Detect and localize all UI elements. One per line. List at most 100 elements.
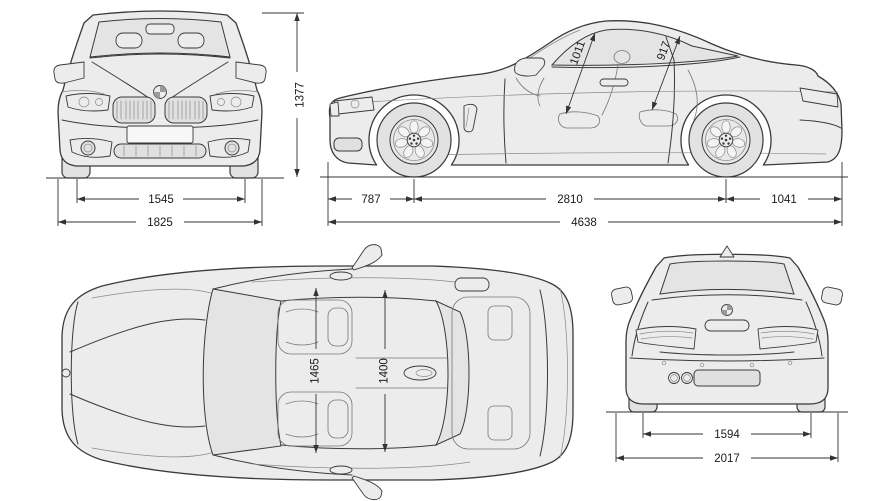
right-headrest bbox=[177, 32, 205, 49]
gear-selector-inner bbox=[415, 369, 433, 377]
bmw-roundel-hood-icon bbox=[61, 368, 71, 378]
trunk-bottom-edge bbox=[659, 351, 795, 356]
right-side-mirror bbox=[235, 61, 267, 84]
rear-view-drawing bbox=[606, 245, 848, 413]
license-plate bbox=[126, 125, 194, 144]
a-pillar-line-top bbox=[212, 268, 353, 290]
top-mirror-lower bbox=[351, 475, 383, 501]
park-sensor-1 bbox=[661, 360, 667, 366]
left-headlight bbox=[65, 93, 111, 112]
dim-label-overall-width: 1825 bbox=[147, 217, 173, 229]
front-seat-left-plan bbox=[277, 299, 353, 355]
decklid-line bbox=[651, 294, 803, 301]
hood-crease-top-left bbox=[69, 318, 206, 353]
door-handle-bottom bbox=[329, 465, 353, 475]
rear-view-dimensions: 1594 2017 bbox=[615, 413, 839, 465]
bumper-recess bbox=[693, 369, 761, 387]
side-windows bbox=[550, 28, 739, 66]
top-view-dimensions: 1465 1400 bbox=[310, 288, 391, 453]
rear-left-mirror bbox=[611, 286, 633, 306]
trunk-seam bbox=[539, 289, 548, 457]
spoiler-edge bbox=[559, 287, 568, 459]
fender-line-right bbox=[215, 90, 259, 95]
front-seat-left-headrest bbox=[327, 307, 349, 347]
park-sensor-3 bbox=[749, 362, 755, 368]
gear-selector bbox=[403, 365, 437, 381]
rear-bumper-seam bbox=[799, 119, 842, 129]
rear-bench-plan bbox=[451, 296, 531, 450]
bmw-roundel-quarters bbox=[153, 85, 167, 99]
character-line bbox=[351, 90, 839, 104]
front-headroom-leader bbox=[565, 32, 596, 115]
side-headlight-ring bbox=[350, 99, 360, 109]
right-foglight bbox=[224, 140, 240, 156]
windshield-plan bbox=[202, 288, 282, 456]
dlo-line-bottom bbox=[251, 461, 471, 469]
rear-headrest-upper bbox=[487, 305, 513, 341]
right-taillight-lines bbox=[760, 330, 815, 340]
rear-seat-cushion bbox=[638, 109, 678, 127]
front-wheel bbox=[376, 102, 452, 178]
fender-line-left bbox=[61, 90, 105, 95]
door-seam-rear bbox=[667, 59, 676, 164]
park-sensor-2 bbox=[699, 362, 705, 368]
dim-label-front-overhang: 787 bbox=[361, 194, 380, 206]
door-seam-front bbox=[503, 78, 507, 164]
fender-line-top bbox=[91, 288, 215, 299]
roof-edge-top bbox=[280, 296, 437, 302]
dim-label-wheelbase: 2810 bbox=[557, 194, 583, 206]
exhaust-pipe-right bbox=[681, 372, 693, 384]
top-mirror-upper bbox=[351, 244, 383, 271]
side-front-intake bbox=[333, 137, 363, 152]
side-view-dimensions: 787 2810 1041 4638 bbox=[327, 162, 843, 229]
air-intake-slats bbox=[123, 145, 197, 157]
rear-window-plan bbox=[434, 299, 470, 447]
rear-headroom-leader bbox=[651, 35, 681, 111]
front-seatback bbox=[601, 63, 619, 116]
fender-vent bbox=[463, 103, 478, 133]
front-view-dimensions: 1545 1825 1377 bbox=[57, 12, 307, 229]
rear-seatback bbox=[687, 69, 698, 121]
left-taillight-lines bbox=[639, 330, 694, 340]
grille-slats bbox=[116, 100, 204, 120]
fender-vent-line bbox=[465, 107, 470, 128]
antenna-module bbox=[454, 277, 490, 292]
front-seat-headrest bbox=[613, 50, 631, 64]
side-kidney-grille bbox=[329, 101, 340, 117]
left-foglight bbox=[80, 140, 96, 156]
center-console bbox=[355, 357, 449, 389]
dim-label-overall-height: 1377 bbox=[295, 82, 307, 108]
left-foglight-inner bbox=[83, 143, 93, 153]
taillight-side bbox=[799, 87, 839, 108]
left-headlight-ring bbox=[78, 96, 90, 108]
hood-crease-bottom-left bbox=[69, 393, 206, 428]
dim-label-overall-length: 4638 bbox=[571, 217, 597, 229]
exhaust-pipe-right-inner bbox=[683, 374, 691, 382]
front-seat-cushion bbox=[558, 111, 600, 129]
trunk-handle bbox=[704, 319, 750, 332]
rear-wheel bbox=[688, 102, 764, 178]
right-headlight bbox=[209, 93, 255, 112]
left-headlight-ring-2 bbox=[95, 98, 103, 106]
shark-fin-antenna bbox=[719, 245, 735, 258]
cowl-line bbox=[89, 53, 231, 59]
dim-label-front-interior-width: 1465 bbox=[310, 358, 322, 384]
beltline-trim bbox=[551, 56, 741, 69]
rearview-mirror bbox=[145, 23, 175, 35]
top-view-drawing bbox=[61, 244, 574, 501]
bmw-roundel-rear-quarters bbox=[721, 304, 733, 316]
dim-label-rear-overall-width: 2017 bbox=[714, 453, 740, 465]
bumper-top-line bbox=[629, 357, 825, 362]
left-side-mirror bbox=[53, 61, 85, 84]
front-seat-right-stitch bbox=[285, 400, 319, 438]
front-seat-right-headrest bbox=[327, 399, 349, 439]
front-seat-left-stitch bbox=[285, 308, 319, 346]
front-view-drawing bbox=[46, 10, 284, 179]
side-view-drawing: 1011 917 bbox=[320, 20, 848, 178]
exhaust-pipe-left-inner bbox=[670, 374, 678, 382]
left-headrest bbox=[115, 32, 143, 49]
dim-label-front-track: 1545 bbox=[148, 194, 174, 206]
rear-right-mirror bbox=[821, 286, 843, 306]
